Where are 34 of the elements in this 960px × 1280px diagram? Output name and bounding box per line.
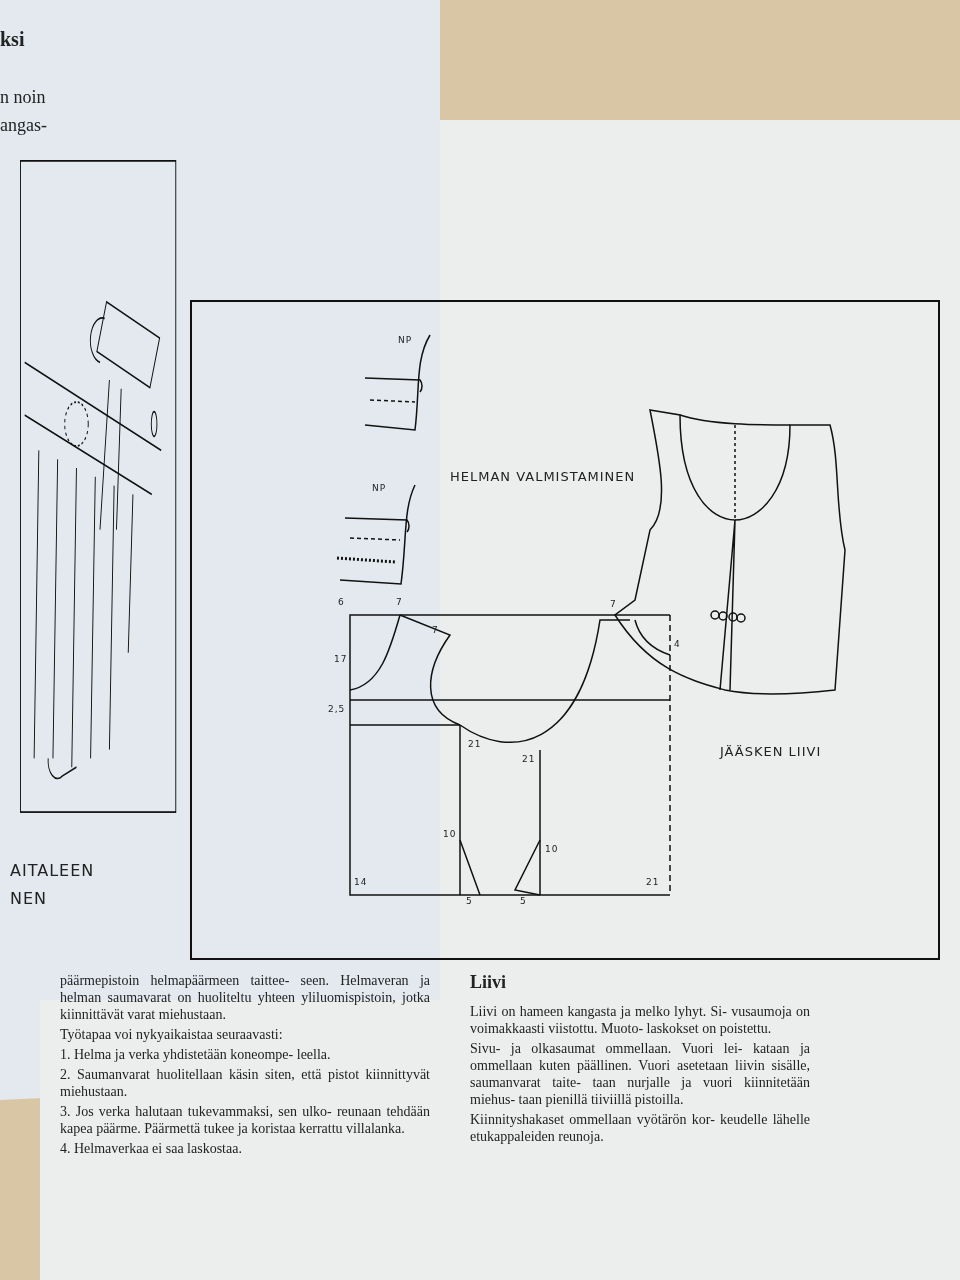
drawing-caption: HELMAN VALMISTAMINEN [450, 470, 636, 485]
annotation-label: NP [398, 336, 413, 346]
body-paragraph: Työtapaa voi nykyaikaistaa seuraavasti: [60, 1026, 284, 1043]
body-paragraph: Kiinnityshakaset ommellaan vyötärön kor- keudelle lähelle etukappaleiden reunoja. [470, 1111, 810, 1145]
dimension-label: 14 [354, 878, 368, 888]
dimension-label: 2,5 [328, 705, 346, 715]
body-paragraph: Liivi on hameen kangasta ja melko lyhyt. Si- vusaumoja on voimakkaasti viistottu. Muoto- laskokset on poistettu. [470, 1003, 810, 1037]
dimension-label: 5 [466, 897, 473, 907]
body-paragraph: päärmepistoin helmapäärmeen taittee- seen. Helmaveran ja helman saumavarat on huoliteltu yhteen yliluomispistoin, jotka kiinnittävät varat miehustaan. [60, 972, 430, 1023]
drawing-caption: AITALEEN [10, 862, 95, 880]
body-paragraph: 1. Helma ja verka yhdistetään koneompe- leella. [60, 1046, 332, 1063]
body-paragraph: 3. Jos verka halutaan tukevammaksi, sen ulko- reunaan tehdään kapea päärme. Päärmettä tukee ja koristaa kerrattu villalanka. [60, 1103, 430, 1137]
dimension-label: 10 [545, 845, 559, 855]
dimension-label: 7 [610, 600, 617, 610]
dimension-label: 7 [396, 598, 403, 608]
annotation-label: NP [372, 484, 387, 494]
body-paragraph: 4. Helmaverkaa ei saa laskostaa. [60, 1140, 243, 1157]
dimension-label: 5 [520, 897, 527, 907]
dimension-label: 21 [522, 755, 536, 765]
dimension-label: 4 [674, 640, 681, 650]
drawing-caption: JÄÄSKEN LIIVI [720, 745, 822, 760]
dimension-label: 6 [338, 598, 345, 608]
dimension-label: 21 [646, 878, 660, 888]
body-paragraph: Sivu- ja olkasaumat ommellaan. Vuori lei- kataan ja ommellaan kuten päällinen. Vuori asetetaan liivin sisälle, saumanvarat taite- taan nurjalle ja vuori kiinnitetään miehus- taan pienillä tiiviillä pistoilla. [470, 1040, 810, 1108]
drawing-caption: NEN [10, 890, 48, 908]
dimension-label: 10 [443, 830, 457, 840]
text-fragment: n noin [0, 88, 46, 108]
section-heading: Liivi [470, 972, 506, 993]
body-paragraph: 2. Saumanvarat huolitellaan käsin siten, että pistot kiinnittyvät miehustaan. [60, 1066, 430, 1100]
dimension-label: 21 [468, 740, 482, 750]
dimension-label: 17 [334, 655, 348, 665]
dimension-label: 7 [432, 626, 439, 636]
text-fragment: angas- [0, 116, 47, 136]
text-fragment: ksi [0, 28, 25, 50]
